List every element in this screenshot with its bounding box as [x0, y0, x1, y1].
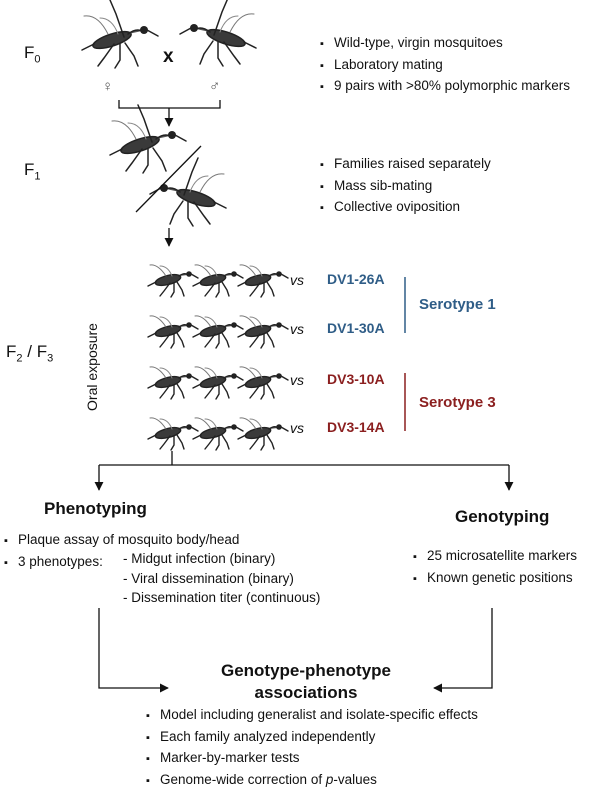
mosquito-icon: [192, 417, 244, 451]
associations-title: Genotype-phenotype associations: [0, 660, 612, 704]
male-symbol-icon: ♂: [209, 78, 221, 95]
f0-notes: Wild-type, virgin mosquitoes Laboratory …: [320, 33, 570, 98]
mosquito-icon: [237, 264, 289, 298]
mosquito-icon: [192, 264, 244, 298]
connectors: [94, 100, 514, 693]
f1-notes: Families raised separately Mass sib-mati…: [320, 154, 491, 219]
isolate-dv1-26a: DV1-26A: [327, 271, 385, 287]
serotype-1-label: Serotype 1: [419, 296, 496, 313]
arrow-phenotyping-to-associations: [98, 608, 169, 693]
list-item: Known genetic positions: [413, 568, 577, 590]
list-item: - Dissemination titer (continuous): [123, 590, 321, 605]
mosquito-grid: [147, 264, 289, 451]
mosquito-icon: [147, 417, 199, 451]
female-mosquito-icon: [81, 0, 159, 69]
genotyping-notes: 25 microsatellite markers Known genetic …: [413, 546, 577, 589]
list-item: 3 phenotypes:: [4, 552, 239, 574]
isolate-dv3-10a: DV3-10A: [327, 371, 385, 387]
generation-label-f1: F1: [24, 160, 41, 183]
arrow-genotyping-to-associations: [433, 608, 493, 693]
mosquito-icon: [237, 366, 289, 400]
separator-slash: [135, 145, 202, 213]
list-item: 9 pairs with >80% polymorphic markers: [320, 76, 570, 98]
genotyping-title: Genotyping: [455, 507, 550, 526]
cross-symbol: x: [163, 46, 174, 67]
serotype-3-label: Serotype 3: [419, 394, 496, 411]
isolate-dv1-30a: DV1-30A: [327, 320, 385, 336]
list-item: Collective oviposition: [320, 197, 491, 219]
list-item: - Midgut infection (binary): [123, 551, 276, 566]
list-item: Plaque assay of mosquito body/head: [4, 530, 239, 552]
phenotyping-title: Phenotyping: [44, 499, 147, 518]
vs-label: vs: [290, 272, 304, 288]
list-item: Model including generalist and isolate-s…: [146, 705, 478, 727]
mosquito-icon: [192, 366, 244, 400]
generation-label-f0: F0: [24, 43, 41, 66]
list-item: Marker-by-marker tests: [146, 748, 478, 770]
phenotype-list: - Midgut infection (binary) - Viral diss…: [123, 549, 320, 608]
associations-title-line2: associations: [254, 683, 358, 702]
female-symbol-icon: ♀: [102, 78, 114, 95]
mosquito-icon: [237, 315, 289, 349]
male-mosquito-icon: [179, 0, 257, 67]
f1-male-mosquito-icon: [149, 157, 227, 227]
mosquito-icon: [237, 417, 289, 451]
vs-label: vs: [290, 321, 304, 337]
mosquito-icon: [147, 315, 199, 349]
f1-illustration: [109, 104, 227, 227]
generation-label-f2-f3: F2 / F3: [6, 342, 54, 365]
list-item: Genome-wide correction of p-values: [146, 770, 478, 792]
list-item: Laboratory mating: [320, 55, 570, 77]
mosquito-icon: [192, 315, 244, 349]
associations-notes: Model including generalist and isolate-s…: [146, 705, 478, 791]
f1-female-mosquito-icon: [109, 104, 187, 174]
f0-bracket: [118, 100, 221, 109]
isolate-dv3-14a: DV3-14A: [327, 419, 385, 435]
oral-exposure-label: Oral exposure: [84, 323, 100, 411]
associations-title-line1: Genotype-phenotype: [220, 661, 391, 680]
vs-label: vs: [290, 372, 304, 388]
mosquito-icon: [147, 264, 199, 298]
list-item: Each family analyzed independently: [146, 727, 478, 749]
mosquito-icon: [147, 366, 199, 400]
list-item: 25 microsatellite markers: [413, 546, 577, 568]
list-item: Wild-type, virgin mosquitoes: [320, 33, 570, 55]
list-item: - Viral dissemination (binary): [123, 570, 294, 586]
list-item: Mass sib-mating: [320, 176, 491, 198]
phenotyping-notes: Plaque assay of mosquito body/head 3 phe…: [4, 530, 239, 573]
list-item: Families raised separately: [320, 154, 491, 176]
vs-label: vs: [290, 420, 304, 436]
